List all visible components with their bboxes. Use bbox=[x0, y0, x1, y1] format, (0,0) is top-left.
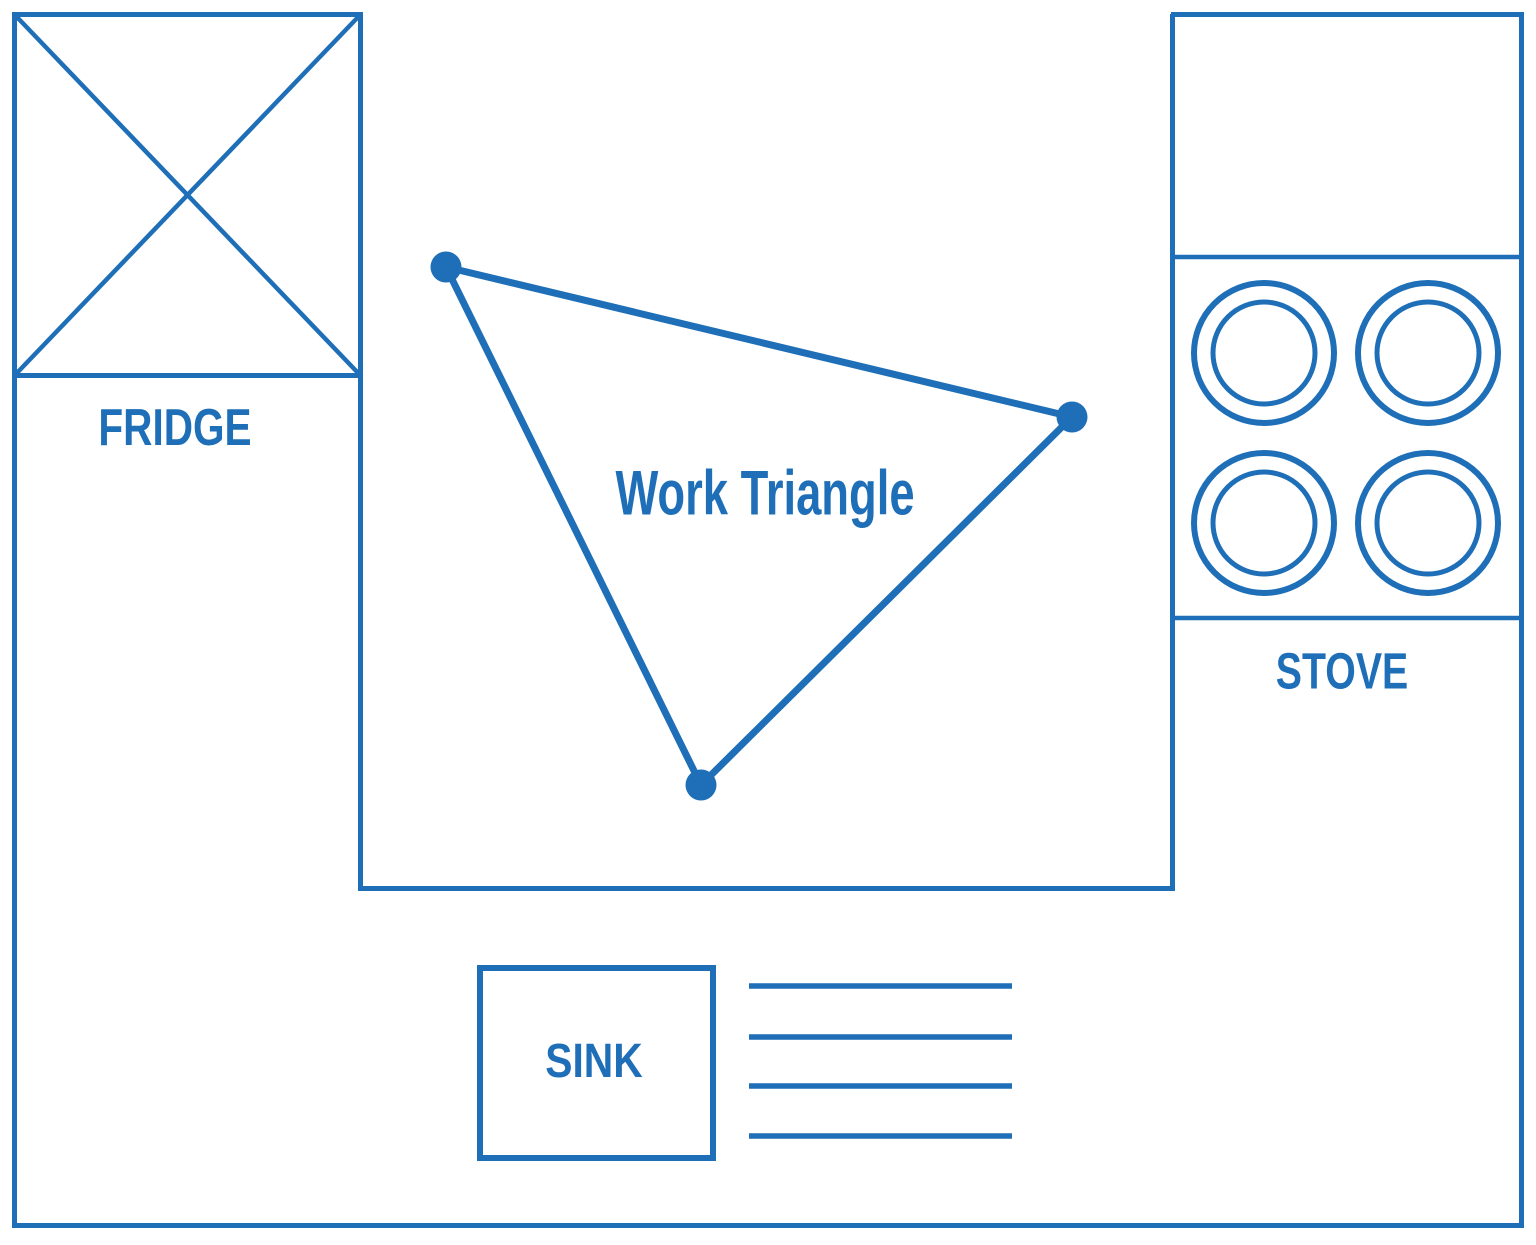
burner-icon bbox=[1355, 450, 1501, 596]
sink-symbol bbox=[477, 965, 716, 1161]
burner-icon bbox=[1191, 280, 1337, 426]
triangle-vertex-dot bbox=[1056, 401, 1088, 433]
fridge-label: FRIDGE bbox=[98, 399, 252, 457]
triangle-vertex-dot bbox=[430, 251, 462, 283]
work-triangle-outline bbox=[439, 261, 1079, 791]
stove-symbol bbox=[1172, 254, 1521, 621]
burner-icon bbox=[1355, 280, 1501, 426]
work-triangle-label: Work Triangle bbox=[615, 458, 915, 529]
sink-label: SINK bbox=[545, 1035, 643, 1088]
counter-lines bbox=[749, 983, 1012, 1139]
triangle-vertex-dot bbox=[685, 769, 717, 801]
fridge-box bbox=[12, 12, 363, 378]
fridge-x-icon bbox=[12, 12, 363, 378]
counter-inner-edge bbox=[358, 14, 1175, 891]
stove-label: STOVE bbox=[1275, 642, 1409, 700]
burner-icon bbox=[1191, 450, 1337, 596]
work-triangle bbox=[430, 251, 1088, 801]
sink-box bbox=[477, 965, 716, 1161]
fridge-symbol bbox=[12, 12, 363, 378]
